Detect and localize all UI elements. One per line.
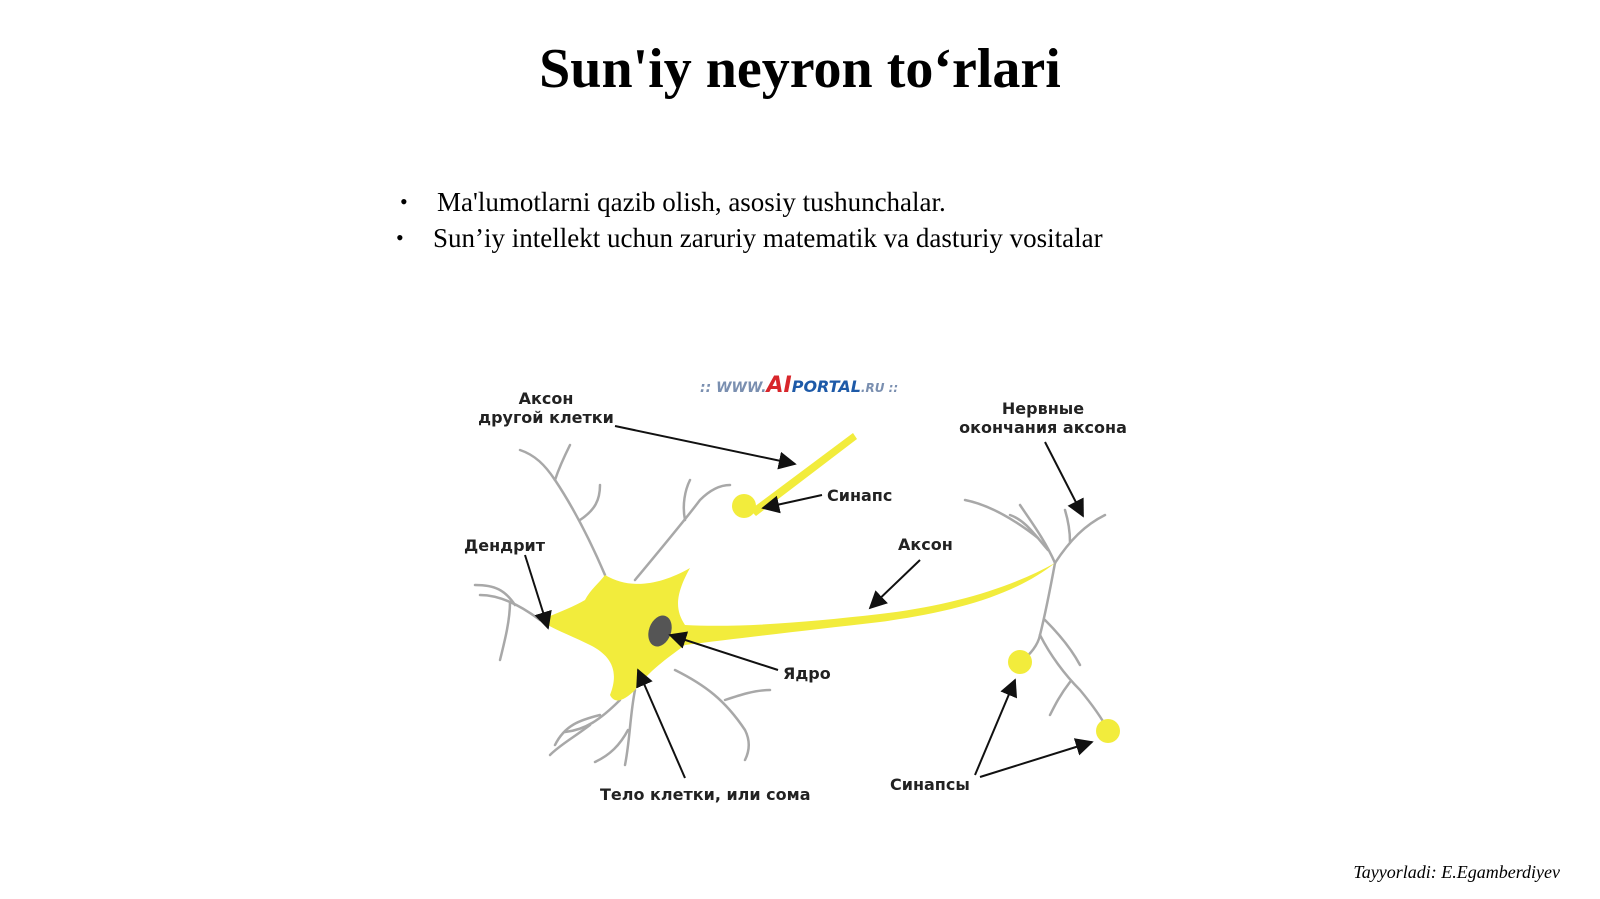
label-synapses: Синапсы [890, 775, 970, 794]
neuron-diagram: :: WWW.AIPORTAL.RU :: [460, 370, 1180, 830]
arrows [524, 425, 1094, 779]
neuron-svg: :: WWW.AIPORTAL.RU :: [464, 373, 1127, 804]
label-axon: Аксон [898, 535, 953, 554]
dendrites [473, 443, 1110, 767]
bullet-dot-icon: • [400, 189, 408, 214]
label-dendrite: Дендрит [464, 536, 546, 555]
bullet-text: Ma'lumotlarni qazib olish, asosiy tushun… [437, 187, 946, 217]
synapse-dot [1008, 650, 1032, 674]
label-axon-other: Аксон [519, 389, 574, 408]
bullet-text: Sun’iy intellekt uchun zaruriy matematik… [433, 223, 1103, 253]
label-nucleus: Ядро [783, 664, 831, 683]
author-footer: Tayyorladi: E.Egamberdiyev [1353, 862, 1560, 882]
slide-title: Sun'iy neyron to‘rlari [539, 38, 1061, 100]
label-soma: Тело клетки, или сома [600, 785, 811, 804]
watermark: :: WWW.AIPORTAL.RU :: [700, 373, 898, 398]
label-axon-other-line2: другой клетки [478, 408, 614, 427]
synapse-dot [732, 494, 756, 518]
nucleus [648, 615, 672, 647]
synapse-dot [1096, 719, 1120, 743]
cell-body [540, 433, 1055, 701]
label-nerve-endings-line2: окончания аксона [959, 418, 1127, 437]
bullet-dot-icon: • [396, 225, 404, 250]
label-nerve-endings: Нервные [1002, 399, 1084, 418]
label-synapse: Синапс [827, 486, 892, 505]
